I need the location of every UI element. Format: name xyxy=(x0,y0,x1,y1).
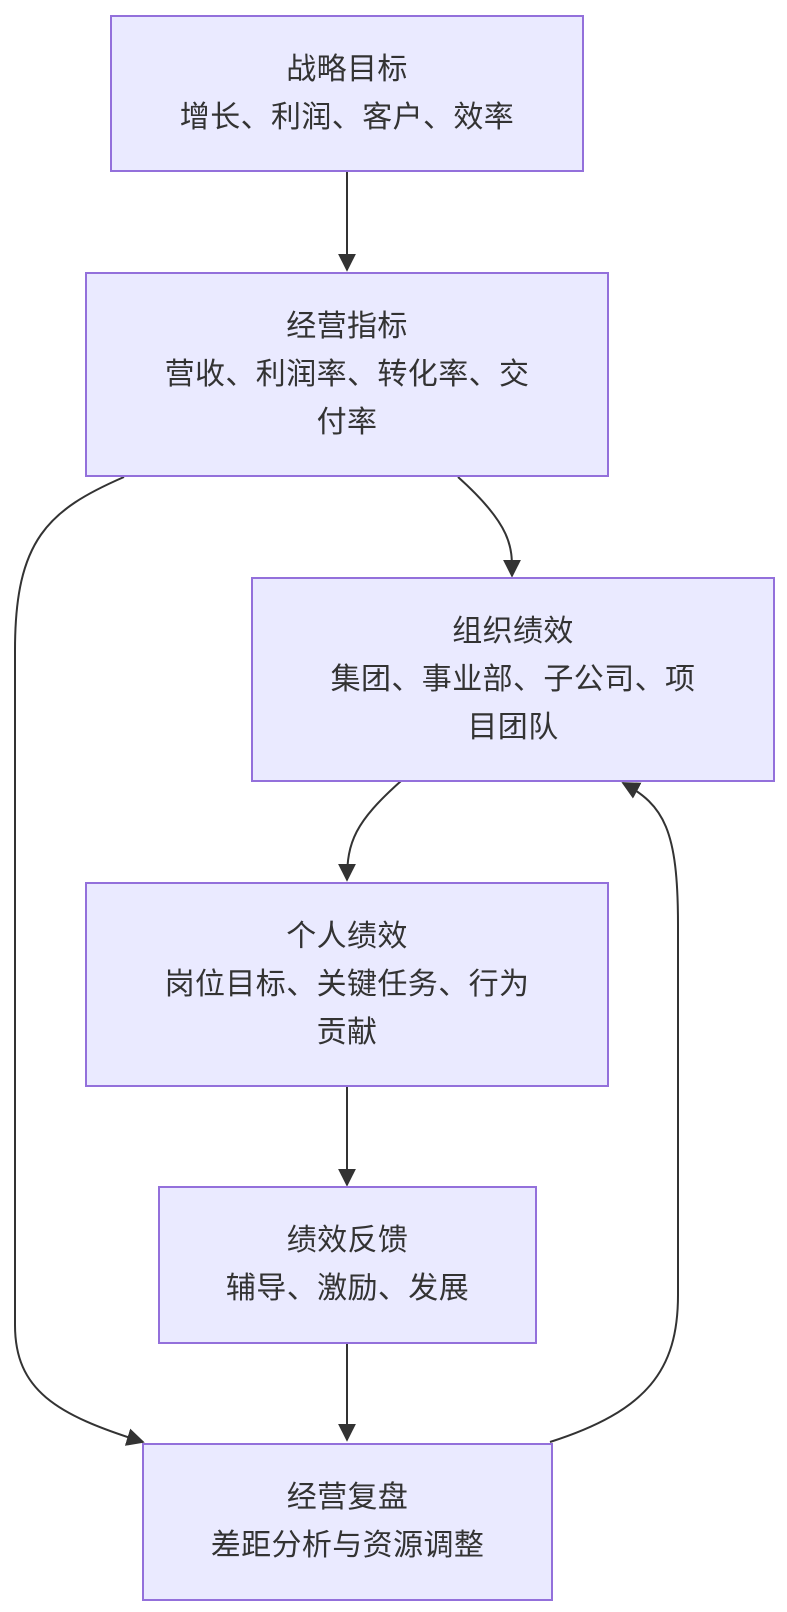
node-description: 辅导、激励、发展 xyxy=(225,1271,470,1306)
node-title: 组织绩效 xyxy=(452,613,574,649)
node-title: 个人绩效 xyxy=(286,918,408,954)
node-operating-metrics: 经营指标 营收、利润率、转化率、交付率 xyxy=(85,272,609,477)
node-title: 经营指标 xyxy=(286,308,408,344)
node-personal-performance: 个人绩效 岗位目标、关键任务、行为贡献 xyxy=(85,882,609,1087)
node-feedback: 绩效反馈 辅导、激励、发展 xyxy=(158,1186,537,1344)
edge-operating-metrics-to-review xyxy=(14,476,145,1446)
node-review: 经营复盘 差距分析与资源调整 xyxy=(142,1443,553,1601)
edge-review-to-org-performance xyxy=(549,782,679,1443)
node-title: 战略目标 xyxy=(286,51,408,87)
node-strategy: 战略目标 增长、利润、客户、效率 xyxy=(110,15,584,172)
node-title: 绩效反馈 xyxy=(286,1223,409,1258)
node-description: 增长、利润、客户、效率 xyxy=(179,99,515,135)
node-description: 岗位目标、关键任务、行为贡献 xyxy=(164,966,530,1050)
edge-org-performance-to-personal-performance xyxy=(338,780,402,882)
node-org-performance: 组织绩效 集团、事业部、子公司、项目团队 xyxy=(251,577,775,782)
node-description: 集团、事业部、子公司、项目团队 xyxy=(330,661,696,745)
node-description: 差距分析与资源调整 xyxy=(210,1528,485,1563)
node-title: 经营复盘 xyxy=(286,1480,409,1515)
node-description: 营收、利润率、转化率、交付率 xyxy=(164,356,530,440)
edge-operating-metrics-to-org-performance xyxy=(457,476,522,578)
